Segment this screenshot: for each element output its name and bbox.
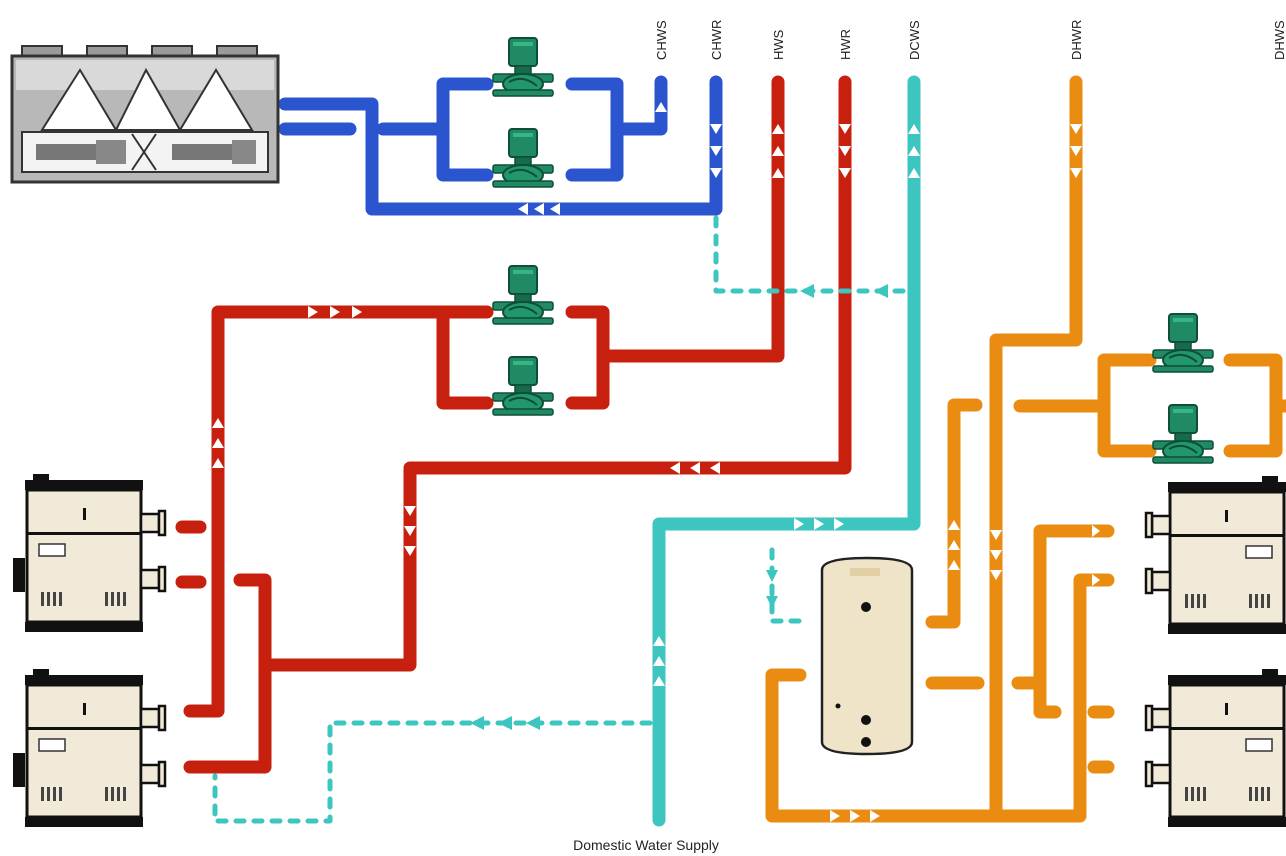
domestic-hot-water-pump-2 <box>1152 404 1214 464</box>
water-heater-icon <box>1144 667 1286 829</box>
flow-arrow-icon <box>212 102 1100 822</box>
label-chws: CHWS <box>654 20 669 60</box>
label-hws: HWS <box>771 29 786 60</box>
domestic-hot-water <box>765 75 1286 823</box>
chilled-water-loop <box>278 75 723 216</box>
domestic-cold-water <box>212 75 921 827</box>
label-chwr: CHWR <box>709 20 724 60</box>
flow-arrow-icon <box>470 284 888 730</box>
chiller-icon <box>10 45 280 184</box>
label-dhwr: DHWR <box>1069 20 1084 60</box>
chilled-water-pump-2 <box>492 128 554 188</box>
water-heater-icon <box>1144 474 1286 636</box>
chilled-water-pump-1 <box>492 37 554 97</box>
pipe-labels: CHWS CHWR HWS HWR DCWS DHWR DHWS <box>654 20 1286 60</box>
domestic-water-supply-caption: Domestic Water Supply <box>573 837 719 853</box>
label-dcws: DCWS <box>907 20 922 60</box>
boiler-icon <box>11 667 167 829</box>
label-hwr: HWR <box>838 29 853 60</box>
domestic-hot-water-pump-1 <box>1152 313 1214 373</box>
label-dhws: DHWS <box>1272 20 1286 60</box>
water-heater-tank-icon <box>820 556 914 756</box>
heating-water-pump-1 <box>492 265 554 325</box>
boiler-icon <box>11 472 167 634</box>
heating-water-pump-2 <box>492 356 554 416</box>
